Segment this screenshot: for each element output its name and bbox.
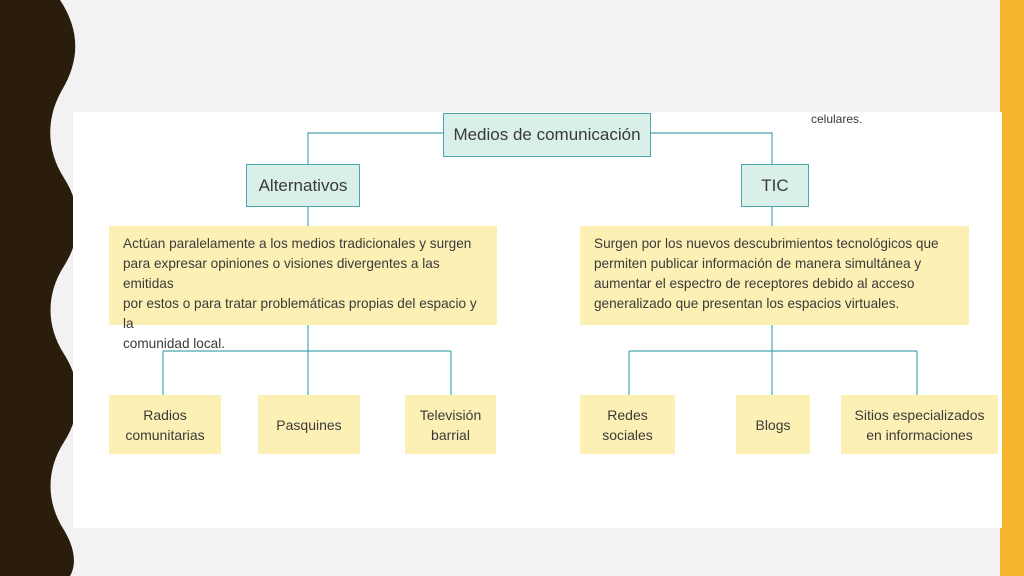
leaf-label-line: Pasquines	[276, 416, 342, 433]
branch-node-tic: TIC	[741, 164, 809, 207]
description-line: comunidad local.	[123, 336, 226, 351]
root-node-label: Medios de comunicación	[453, 125, 641, 144]
description-line: Actúan paralelamente a los medios tradic…	[123, 236, 472, 251]
leaf-label-line: sociales	[602, 426, 653, 443]
description-alternativos: Actúan paralelamente a los medios tradic…	[109, 226, 497, 351]
description-line: Surgen por los nuevos descubrimientos te…	[594, 236, 939, 251]
description-line: para expresar opiniones o visiones diver…	[123, 256, 440, 291]
description-line: generalizado que presentan los espacios …	[594, 296, 900, 311]
description-line: aumentar el espectro de receptores debid…	[594, 276, 915, 291]
leaf-node: Sitios especializados en informaciones	[841, 395, 998, 454]
leaf-label-line: en informaciones	[866, 426, 973, 443]
branch-node-alternativos: Alternativos	[246, 164, 360, 207]
note-text: celulares.	[811, 112, 863, 126]
root-node: Medios de comunicación	[443, 113, 651, 157]
description-line: permiten publicar información de manera …	[594, 256, 922, 271]
leaf-node: Radios comunitarias	[109, 395, 221, 454]
leaf-label-line: Radios	[143, 406, 187, 423]
description-tic: Surgen por los nuevos descubrimientos te…	[580, 226, 969, 325]
leaf-label-line: Sitios especializados	[854, 406, 985, 423]
description-line: por estos o para tratar problemáticas pr…	[123, 296, 477, 331]
leaf-node: Redes sociales	[580, 395, 675, 454]
right-accent-bar	[1000, 0, 1024, 576]
branch-label: TIC	[761, 175, 789, 195]
leaf-node: Pasquines	[258, 395, 360, 454]
leaf-label-line: Redes	[607, 406, 648, 423]
leaf-node: Televisión barrial	[405, 395, 496, 454]
left-wave-decoration	[0, 0, 78, 576]
leaf-label-line: barrial	[431, 426, 470, 443]
leaf-label-line: Blogs	[755, 416, 791, 433]
leaf-node: Blogs	[736, 395, 810, 454]
branch-label: Alternativos	[258, 175, 348, 195]
leaf-label-line: Televisión	[419, 406, 482, 423]
leaf-label-line: comunitarias	[125, 426, 205, 443]
